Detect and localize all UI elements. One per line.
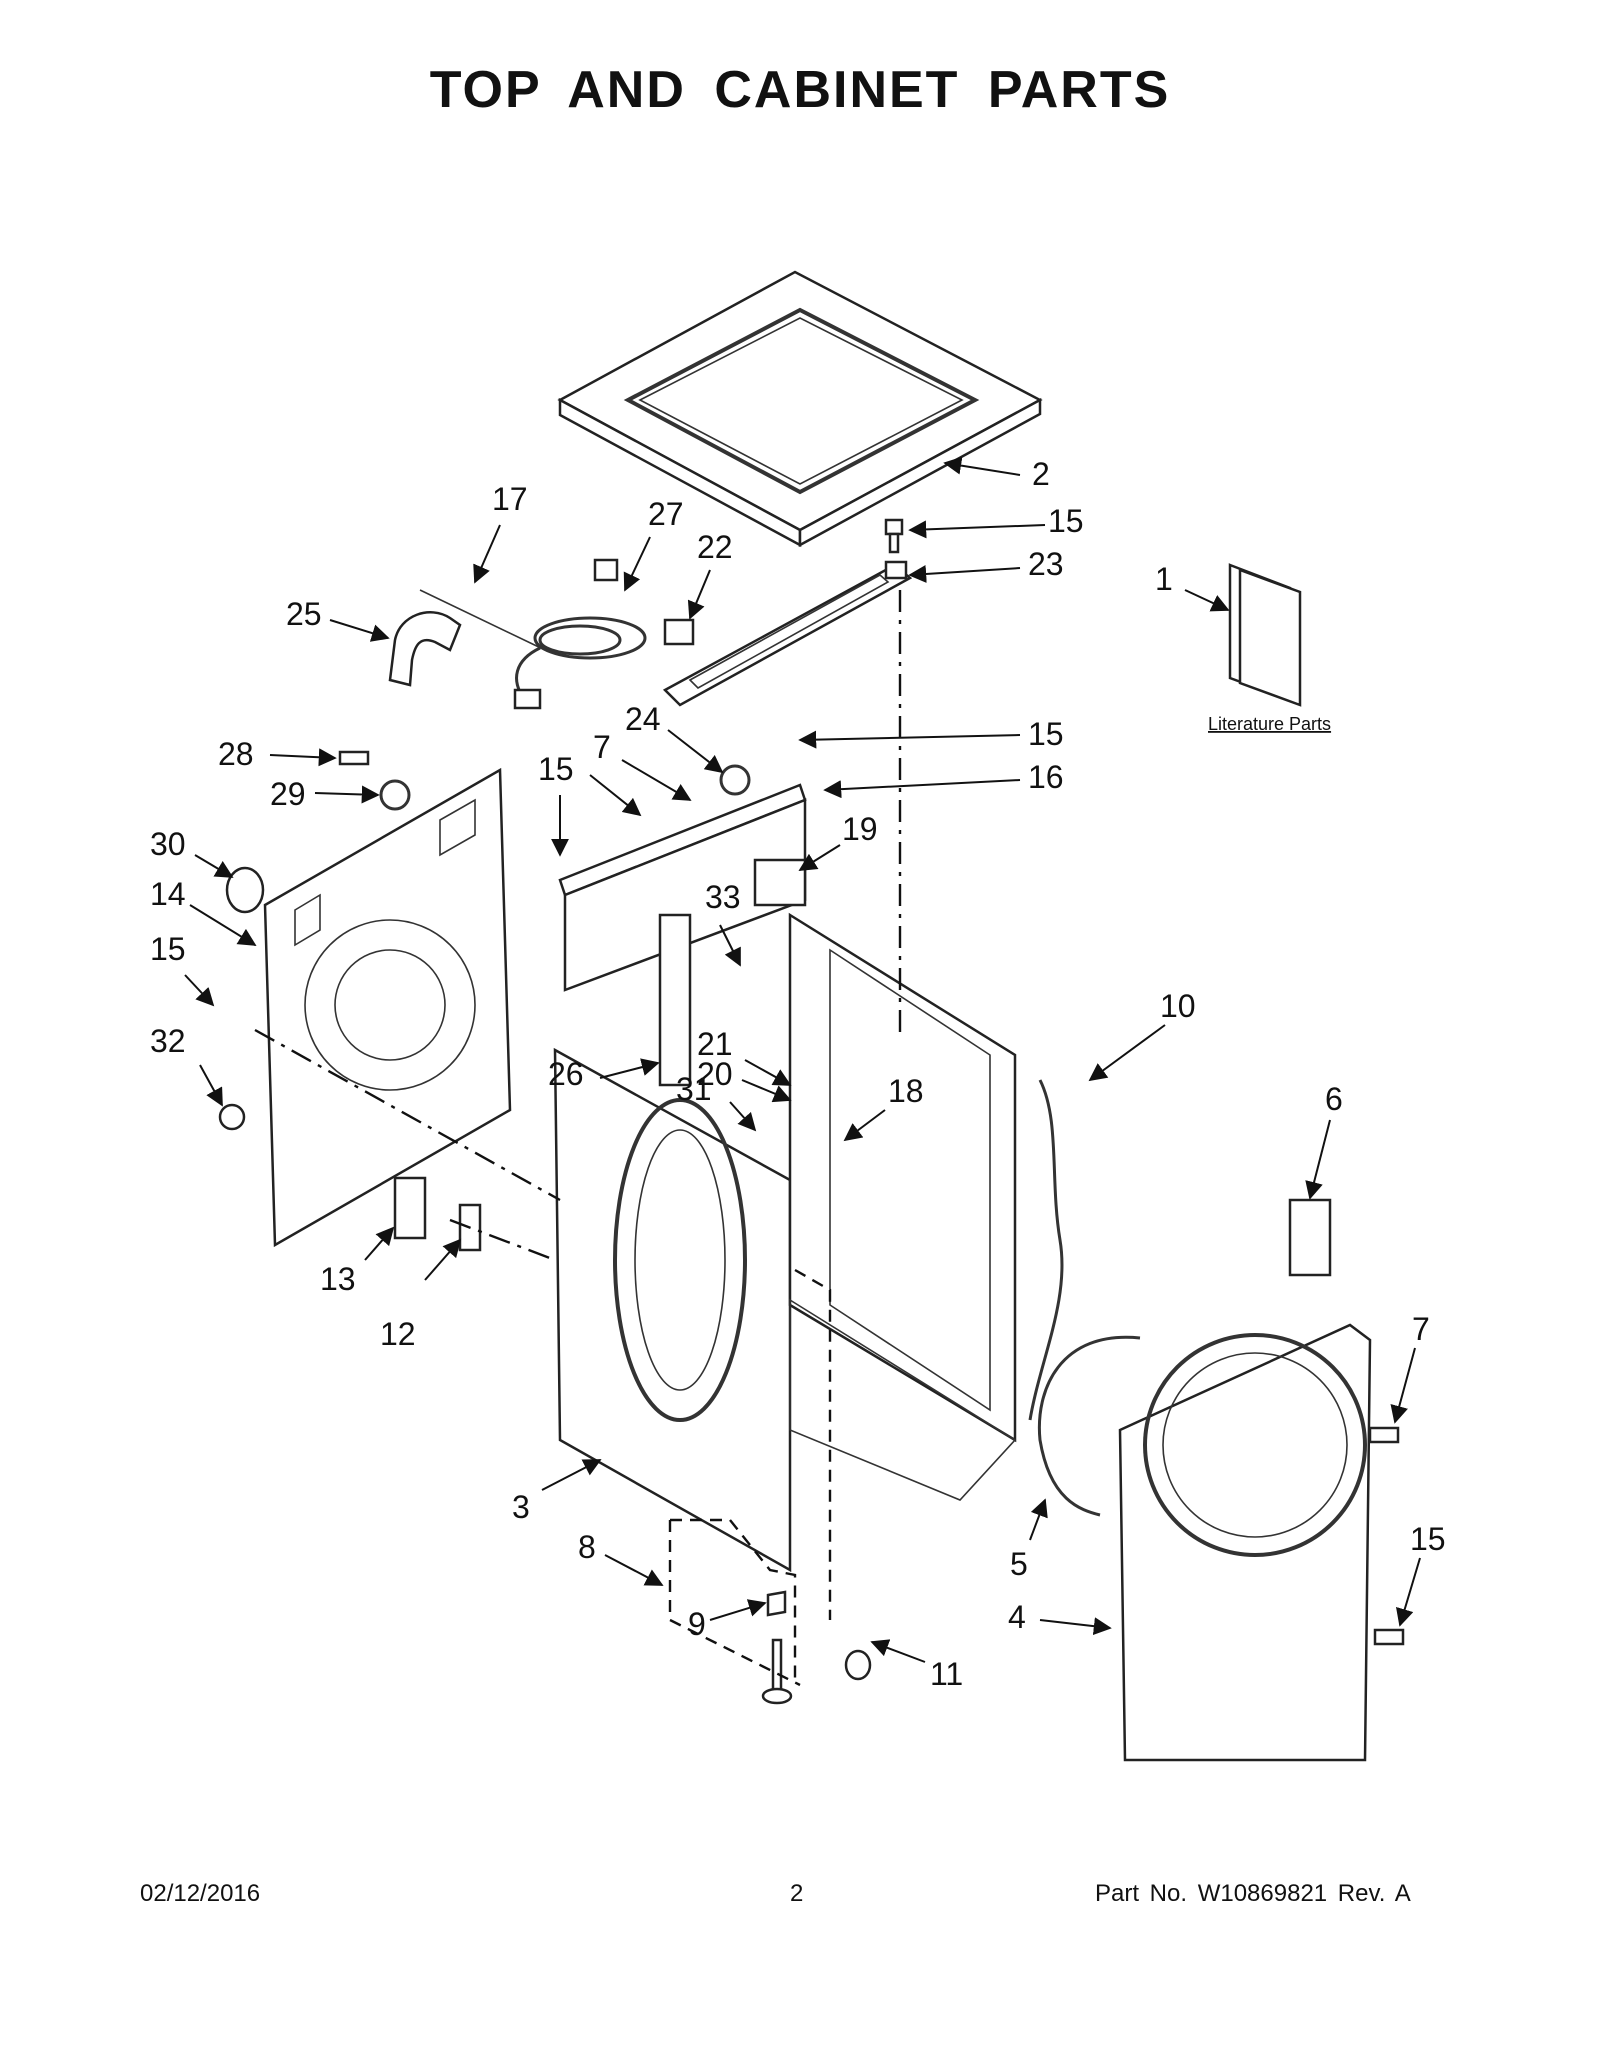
callout-14: 14 <box>150 876 186 912</box>
callout-1: 1 <box>1155 561 1173 597</box>
callout-18: 18 <box>888 1073 924 1109</box>
leveling-leg <box>761 1590 793 1705</box>
wire-17 <box>419 589 546 651</box>
callout-29: 29 <box>270 776 306 812</box>
callout-32: 32 <box>150 1023 186 1059</box>
side-panel <box>553 1047 792 1573</box>
callout-26: 26 <box>548 1056 584 1092</box>
water-valve <box>753 858 807 907</box>
cabinet-frame <box>788 912 1017 1501</box>
footer-page-number: 2 <box>790 1880 804 1907</box>
door-lock <box>1288 1198 1332 1277</box>
literature-parts-label: Literature Parts <box>1208 714 1331 734</box>
callout-20: 20 <box>697 1056 733 1092</box>
callout-3: 3 <box>512 1489 530 1525</box>
power-cord <box>513 558 647 710</box>
callout-16: 16 <box>1028 759 1064 795</box>
hinge-13 <box>393 1176 427 1240</box>
callout-8: 8 <box>578 1529 596 1565</box>
callout-15: 15 <box>1048 503 1084 539</box>
screw-15-right <box>1373 1628 1405 1646</box>
callout-7-b: 7 <box>1412 1311 1430 1347</box>
grommet-30 <box>225 866 265 914</box>
fill-hose <box>658 913 692 1087</box>
rear-panel <box>263 767 512 1248</box>
plug-11 <box>844 1649 872 1681</box>
callout-22: 22 <box>697 529 733 565</box>
callout-15-e: 15 <box>1410 1521 1446 1557</box>
page-title: TOP AND CABINET PARTS <box>429 61 1171 119</box>
screw-28 <box>338 750 370 766</box>
top-brace <box>662 560 913 707</box>
callout-13: 13 <box>320 1261 356 1297</box>
callout-15-b: 15 <box>1028 716 1064 752</box>
front-panel <box>1118 1323 1372 1762</box>
callout-25: 25 <box>286 596 322 632</box>
hose-elbow <box>388 611 462 687</box>
callout-7: 7 <box>593 729 611 765</box>
callout-30: 30 <box>150 826 186 862</box>
callout-28: 28 <box>218 736 254 772</box>
foot-32 <box>218 1103 246 1131</box>
callout-15-c: 15 <box>538 751 574 787</box>
callout-5: 5 <box>1010 1546 1028 1582</box>
footer-date: 02/12/2016 <box>140 1880 261 1907</box>
clamp-24 <box>719 764 751 796</box>
callout-6: 6 <box>1325 1081 1343 1117</box>
callout-23: 23 <box>1028 546 1064 582</box>
callout-2: 2 <box>1032 456 1050 492</box>
callout-19: 19 <box>842 811 878 847</box>
callout-17: 17 <box>492 481 528 517</box>
callout-4: 4 <box>1008 1599 1026 1635</box>
literature-booklet <box>1228 563 1302 707</box>
clip-22 <box>663 618 695 646</box>
callout-31: 31 <box>676 1071 712 1107</box>
wire-harness <box>1028 1079 1064 1421</box>
callout-12: 12 <box>380 1316 416 1352</box>
footer-part-number: Part No. W10869821 Rev. A <box>1095 1880 1411 1907</box>
callout-10: 10 <box>1160 988 1196 1024</box>
callout-9: 9 <box>688 1606 706 1642</box>
callout-27: 27 <box>648 496 684 532</box>
callout-33: 33 <box>705 879 741 915</box>
callout-15-d: 15 <box>150 931 186 967</box>
screw-7-right <box>1368 1426 1400 1444</box>
top-panel <box>557 270 1043 548</box>
callout-11: 11 <box>930 1656 963 1692</box>
bracket-29 <box>379 779 411 811</box>
screw-top <box>884 518 904 554</box>
callout-21: 21 <box>697 1026 733 1062</box>
seal-wire <box>1037 1335 1141 1517</box>
callout-24: 24 <box>625 701 661 737</box>
